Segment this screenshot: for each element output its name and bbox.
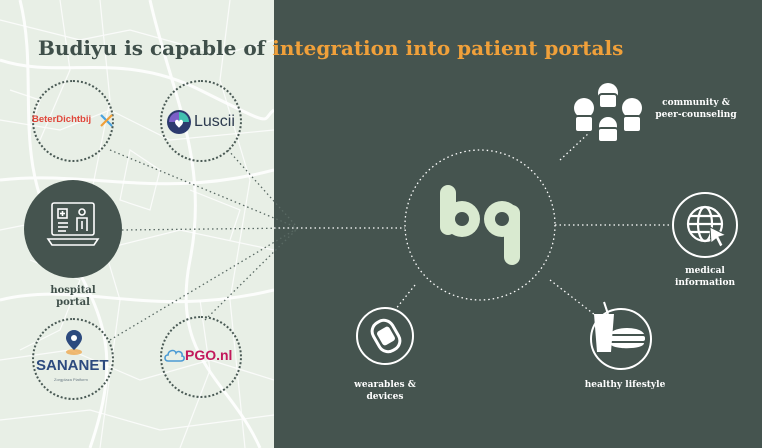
medical-caption-line1: medical xyxy=(685,266,725,276)
healthy-lifestyle-caption: healthy lifestyle xyxy=(584,380,666,390)
page-title: Budiyu is capable of integration into pa… xyxy=(38,36,623,60)
sananet-logo-text: SANANET xyxy=(36,357,109,374)
healthy-lifestyle-node xyxy=(590,301,652,370)
sananet-node: SANANET Zorgplaza Platform xyxy=(32,318,114,400)
line-pgo xyxy=(204,227,299,321)
wearables-caption-line1: wearables & xyxy=(354,380,416,390)
pgo-node: PGO.nl xyxy=(160,316,242,398)
medical-caption-line2: information xyxy=(674,278,736,288)
wearables-caption-line2: devices xyxy=(366,392,404,402)
community-group-icon xyxy=(574,83,642,143)
community-node xyxy=(572,82,644,154)
line-hospital xyxy=(121,227,299,231)
food-drink-icon xyxy=(594,301,645,352)
wearables-node xyxy=(356,307,414,365)
wearables-caption: wearables & devices xyxy=(345,379,425,403)
hospital-caption-line2: portal xyxy=(56,297,90,308)
line-lifestyle xyxy=(549,279,596,316)
location-pin-icon xyxy=(66,330,82,355)
community-caption-line2: peer-counseling xyxy=(655,110,737,120)
hospital-laptop-icon xyxy=(46,202,100,246)
pgo-logo-text: PGO.nl xyxy=(185,347,233,363)
budiyu-bq-logo xyxy=(440,185,520,265)
luscii-node: Luscii xyxy=(160,80,242,162)
title-part-2: integration into patient portals xyxy=(272,36,624,60)
line-sananet xyxy=(109,227,299,341)
hospital-caption-line1: hospital xyxy=(50,285,96,296)
community-caption-line1: community & xyxy=(662,98,730,108)
sananet-subtitle: Zorgplaza Platform xyxy=(54,377,88,382)
luscii-logo-text: Luscii xyxy=(194,113,235,130)
community-caption: community & peer-counseling xyxy=(646,97,746,121)
cross-icon xyxy=(100,114,113,127)
smartwatch-icon xyxy=(370,318,402,354)
hospital-portal-caption: hospital portal xyxy=(33,285,113,309)
luscii-logo-icon xyxy=(167,110,191,134)
line-luscii xyxy=(227,149,299,229)
beterdichtbij-logo-text: BeterDichtbij xyxy=(32,114,92,125)
title-part-1: Budiyu is capable of xyxy=(38,36,273,60)
line-wearables xyxy=(394,284,416,311)
medical-information-caption: medical information xyxy=(662,265,748,289)
medical-information-node xyxy=(672,192,738,258)
globe-cursor-icon xyxy=(686,205,728,248)
cloud-icon xyxy=(164,349,185,362)
beterdichtbij-node: BeterDichtbij xyxy=(32,80,114,162)
hospital-portal-node xyxy=(24,180,122,278)
